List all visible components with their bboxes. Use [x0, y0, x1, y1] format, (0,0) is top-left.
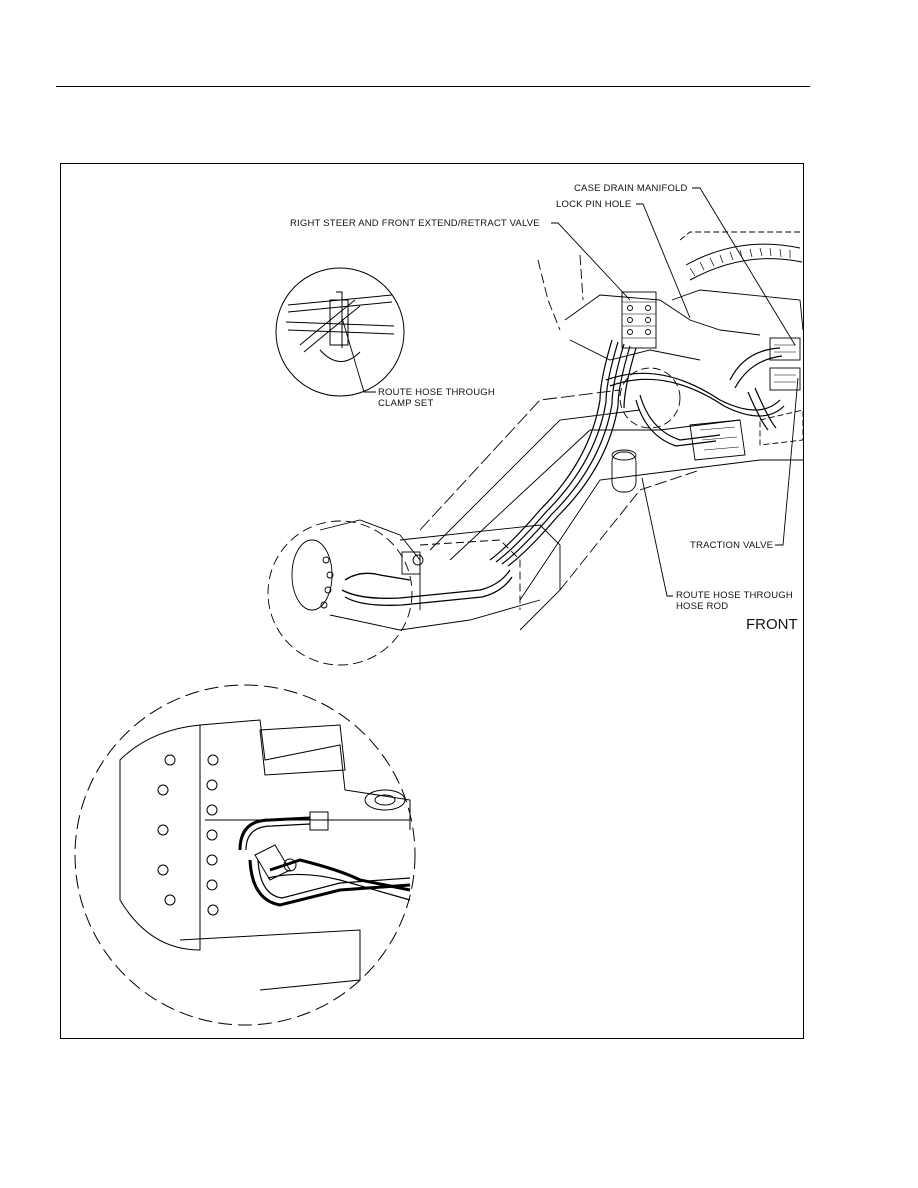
- right-steer-valve-label: RIGHT STEER AND FRONT EXTEND/RETRACT VAL…: [290, 218, 540, 229]
- header-rule: [56, 86, 810, 87]
- route-hose-clamp-label-line1: ROUTE HOSE THROUGH: [378, 387, 495, 398]
- route-hose-clamp-label-line2: CLAMP SET: [378, 398, 434, 409]
- route-hose-rod-label-line1: ROUTE HOSE THROUGH: [676, 590, 793, 601]
- route-hose-rod-label-line2: HOSE ROD: [676, 601, 729, 612]
- hose-bundle: [489, 339, 785, 567]
- traction-valve-label: TRACTION VALVE: [690, 540, 774, 551]
- clamp-detail: [275, 267, 405, 397]
- axle-detail-small: [267, 519, 561, 666]
- leader-lines: [341, 187, 799, 597]
- case-drain-manifold-label: CASE DRAIN MANIFOLD: [574, 183, 688, 194]
- axle-detail-large: [74, 684, 416, 1026]
- lock-pin-hole-label: LOCK PIN HOLE: [556, 199, 632, 210]
- figure-frame: [60, 163, 804, 1039]
- front-direction-label: FRONT: [746, 616, 798, 633]
- chassis-drawing: [419, 231, 804, 601]
